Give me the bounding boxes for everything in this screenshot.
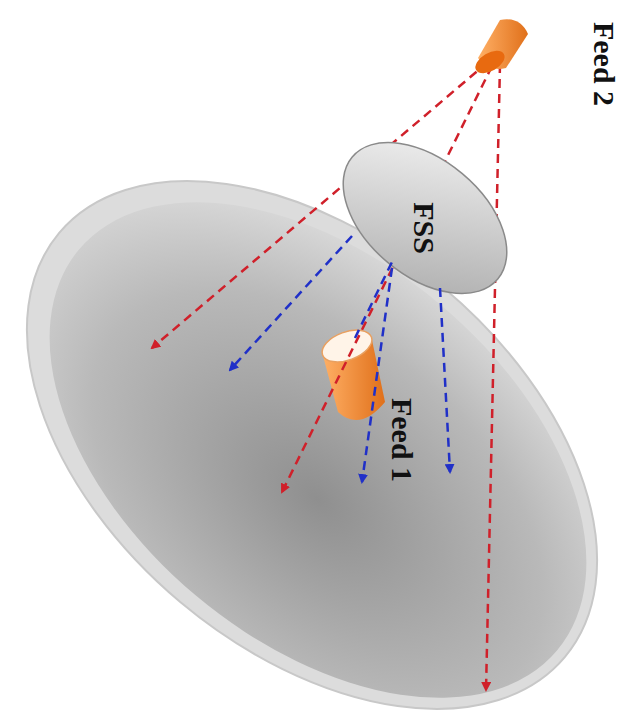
feed-label: Feed 1 [387,398,417,482]
feed-label: Feed 2 [589,22,619,106]
reflector-dish [0,76,627,723]
fss-label: FSS [409,202,439,254]
blue-rays [230,236,450,482]
feed-2-horn [472,19,528,78]
feed-1-horn [318,324,385,420]
red-rays [152,62,500,690]
fss-subreflector [315,113,535,324]
